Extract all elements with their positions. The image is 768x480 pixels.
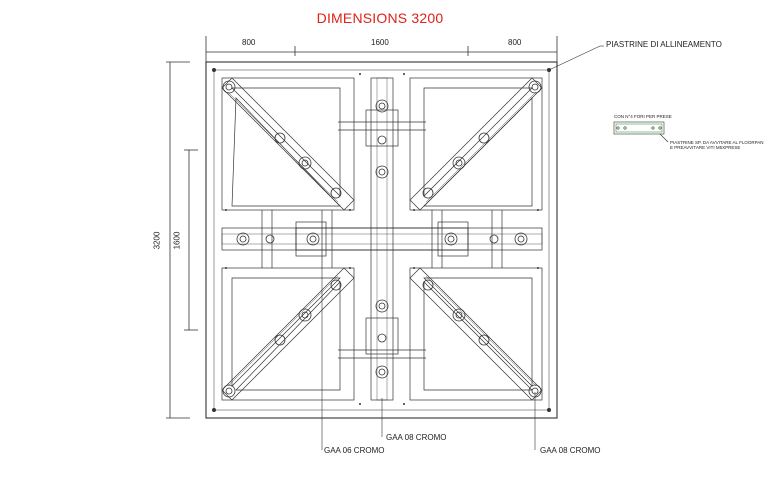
dim-top-right: 800: [508, 38, 522, 47]
plate-detail: [613, 121, 669, 143]
alignment-plate-br: [547, 408, 551, 412]
quadrant-top-right: [409, 77, 543, 211]
dim-left-outer: 3200: [152, 231, 162, 250]
detail-plate-note-2: E PREAVVITARE VITI M5XPRESE: [670, 145, 741, 150]
quadrant-bottom-left: [221, 267, 355, 401]
leader-alignment: [548, 45, 601, 71]
outer-plate: [205, 61, 558, 419]
vertical-crossbar: [370, 77, 394, 401]
triangle-bl: [231, 277, 341, 387]
triangle-br: [423, 277, 533, 387]
alignment-plate-tl: [212, 68, 216, 72]
detail-holes-note: CON N°4 FORI PER PRESE: [614, 114, 672, 119]
triangle-tl: [231, 87, 341, 197]
callout-alignment-plates: PIASTRINE DI ALLINEAMENTO: [606, 40, 722, 49]
detail-plate-note-1: PIASTRINE SP. DA AVVITARE AL FLOORPAN: [670, 140, 764, 145]
alignment-plate-bl: [212, 408, 216, 412]
callout-gaa08-center: GAA 08 CROMO: [386, 433, 447, 442]
quadrant-bottom-right: [409, 267, 543, 401]
drawing-title: DIMENSIONS 3200: [316, 10, 444, 26]
horizontal-crossbar: [221, 227, 543, 251]
quadrant-top-left: [221, 77, 355, 211]
fitting: [222, 80, 236, 94]
dim-top-center: 1600: [371, 38, 389, 47]
triangle-tr: [423, 87, 533, 197]
dim-left-inner: 1600: [172, 231, 182, 250]
dim-top-left: 800: [242, 38, 256, 47]
callout-gaa06: GAA 06 CROMO: [324, 446, 385, 455]
callout-gaa08-right: GAA 08 CROMO: [540, 446, 601, 455]
